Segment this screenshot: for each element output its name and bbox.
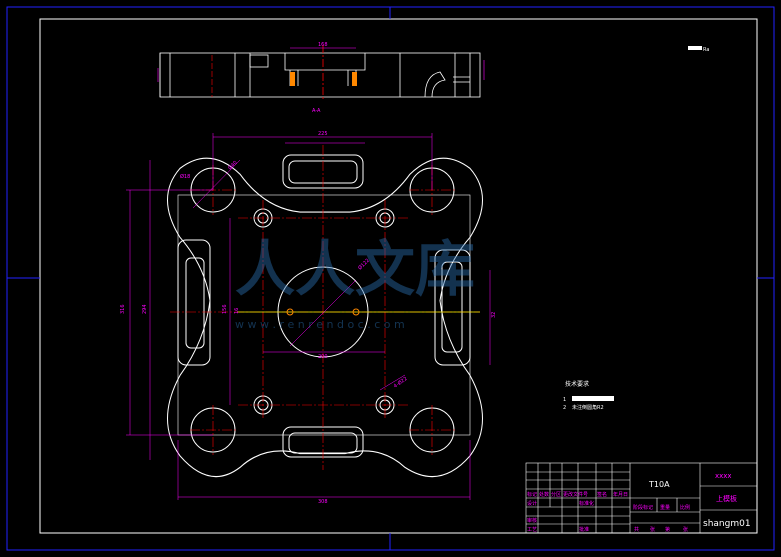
tech-req-2-num: 2: [563, 405, 566, 411]
plan-centerlines: [170, 145, 480, 470]
dim-pitch-x: 200: [318, 354, 328, 360]
dimension-lines: [126, 133, 491, 500]
tech-req-1-num: 1: [563, 397, 566, 403]
dim-hole-br: 4-Ø22: [392, 375, 409, 390]
part-name-text: 上模板: [716, 494, 737, 503]
top-dim-text: 168: [318, 42, 328, 48]
title-block: [525, 462, 758, 534]
watermark-logo: 人人文库: [235, 235, 475, 305]
dim-height-outer: 316: [120, 304, 126, 314]
dim-hole-small: Ø18: [180, 173, 190, 180]
dim-pitch-y: 156: [222, 304, 228, 314]
tb-r1-c4: 更改文件号: [563, 491, 588, 498]
section-label: A-A: [312, 108, 321, 114]
tb-sheet-4: 张: [683, 526, 688, 533]
tb-r1-c5: 签名: [597, 491, 607, 498]
drawing-no-text: shangm01: [703, 519, 751, 529]
tb-sheet-2: 张: [650, 526, 655, 533]
tb-r1-c2: 处数: [539, 491, 549, 498]
pin-mark-left: [286, 308, 294, 316]
tb-r1-c6: 年月日: [613, 491, 628, 498]
tb-r3-c1: 审核: [527, 517, 537, 524]
tb-sheet-3: 第: [665, 526, 670, 533]
dim-overall-width: 308: [318, 499, 328, 505]
pin-mark-right: [352, 308, 360, 316]
tb-r2-c3: 标准化: [579, 500, 594, 507]
roughness-text: Ra: [703, 47, 709, 53]
tech-req-2-text: 未注倒圆角R2: [572, 404, 604, 411]
tech-req-title: 技术要求: [565, 380, 589, 388]
dim-hole-tl: Ø40: [226, 159, 238, 171]
section-view: [159, 52, 481, 98]
sheet-inner-border: [39, 18, 758, 534]
tb-r2-c1: 设计: [527, 500, 537, 507]
watermark-url: w w w . r e n r e n d o c . c o m: [235, 318, 405, 331]
watermark: 人人文库 w w w . r e n r e n d o c . c o m: [235, 235, 475, 331]
tech-req-1-bar: [572, 396, 614, 401]
tb-stage-2: 重量: [660, 504, 670, 511]
dim-plan-width: 225: [318, 131, 328, 137]
tb-r1-c3: 分区: [551, 491, 561, 498]
tb-stage-3: 比例: [680, 504, 690, 511]
tb-r4-c3: 批准: [579, 526, 589, 533]
dim-side: 32: [491, 312, 497, 318]
dim-center-h: 16: [234, 308, 240, 314]
tb-sheet-1: 共: [634, 526, 639, 533]
corner-holes: [190, 167, 455, 453]
roughness-mark: [688, 46, 702, 50]
tb-r4-c1: 工艺: [527, 527, 537, 533]
pin-right: [352, 72, 357, 86]
plan-view-outline: [167, 154, 483, 478]
tb-r1-c1: 标记: [527, 491, 537, 498]
dim-height-inner: 294: [142, 304, 148, 314]
tb-stage-1: 阶段标记: [633, 504, 653, 511]
pin-left: [290, 72, 295, 86]
company-text: xxxx: [715, 472, 732, 480]
material-text: T10A: [648, 480, 670, 489]
